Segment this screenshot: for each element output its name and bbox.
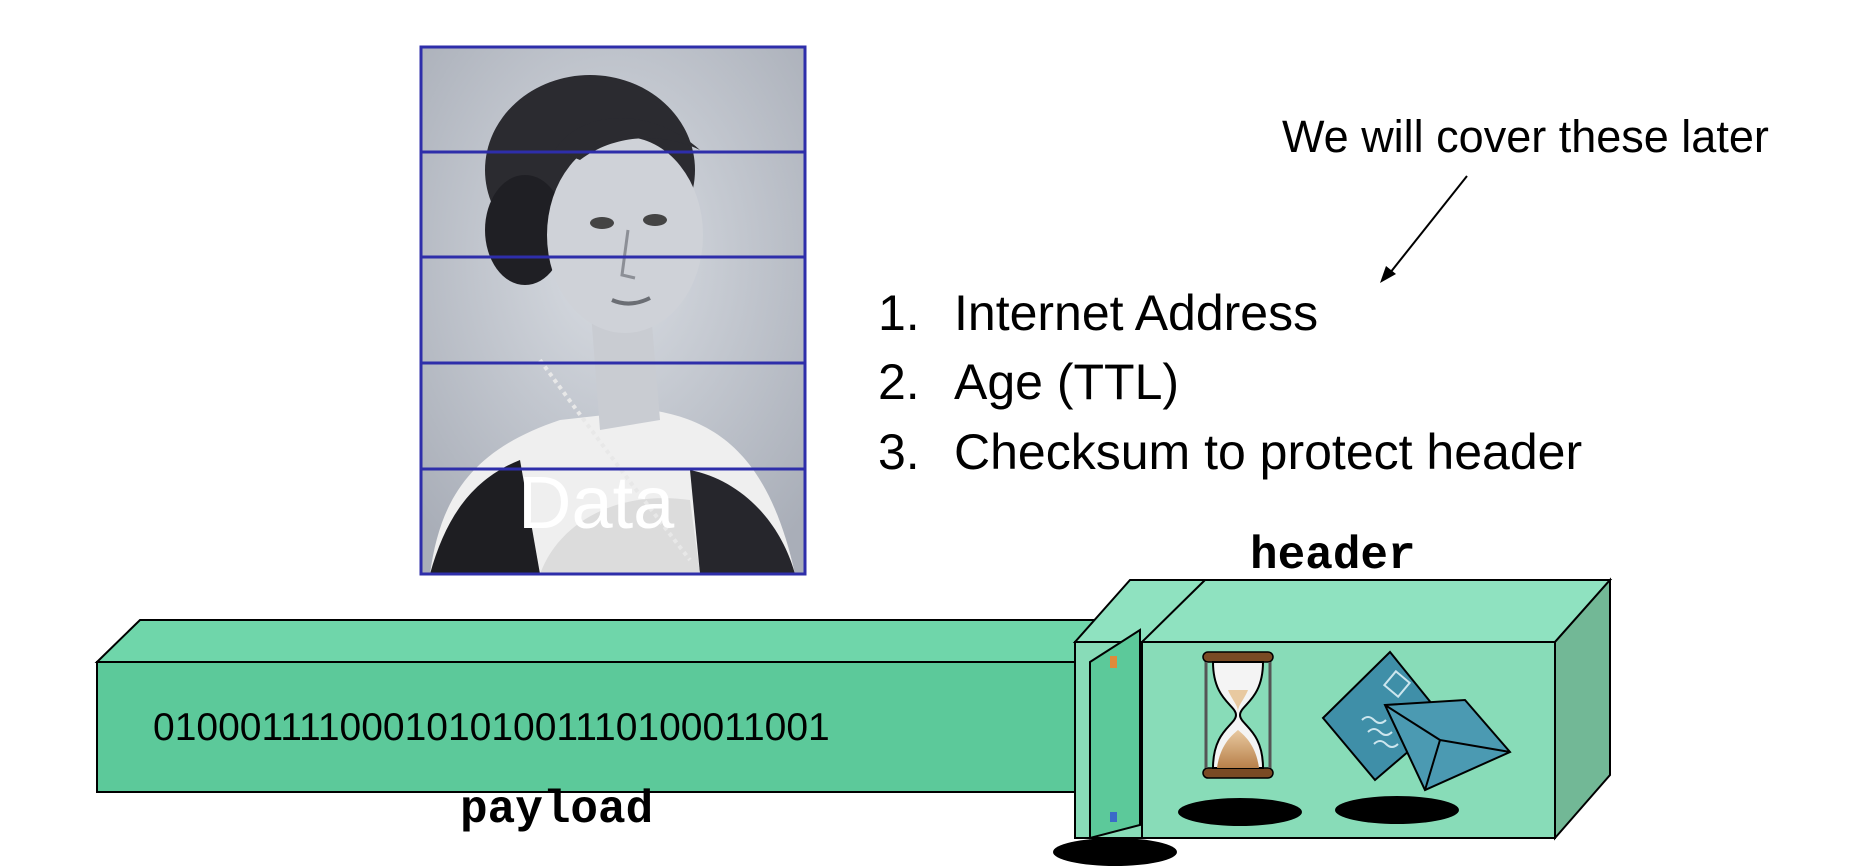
shadow	[1053, 838, 1177, 866]
arrow	[1380, 175, 1468, 283]
payload-box	[94, 617, 1123, 795]
header-label: header	[1250, 530, 1416, 582]
header-box	[1072, 577, 1613, 841]
list-item-3: Checksum to protect header	[954, 424, 1582, 480]
payload-label: payload	[460, 784, 653, 836]
shadow	[1335, 796, 1459, 824]
list-item-1: Internet Address	[954, 285, 1318, 341]
list-number-3: 3.	[878, 424, 920, 480]
photo-caption: Data	[518, 461, 675, 544]
payload-bits: 01000111100010101001110100011001	[153, 706, 830, 749]
annotation-text: We will cover these later	[1282, 111, 1769, 162]
shadow	[1178, 798, 1302, 826]
photo-frame	[419, 45, 807, 576]
list-number-1: 1.	[878, 285, 920, 341]
header-field-list: 1. Internet Address 2. Age (TTL) 3. Chec…	[878, 285, 1582, 480]
list-number-2: 2.	[878, 354, 920, 410]
list-item-2: Age (TTL)	[954, 354, 1179, 410]
hourglass-icon	[1202, 651, 1274, 779]
envelope-icon	[1321, 650, 1512, 792]
